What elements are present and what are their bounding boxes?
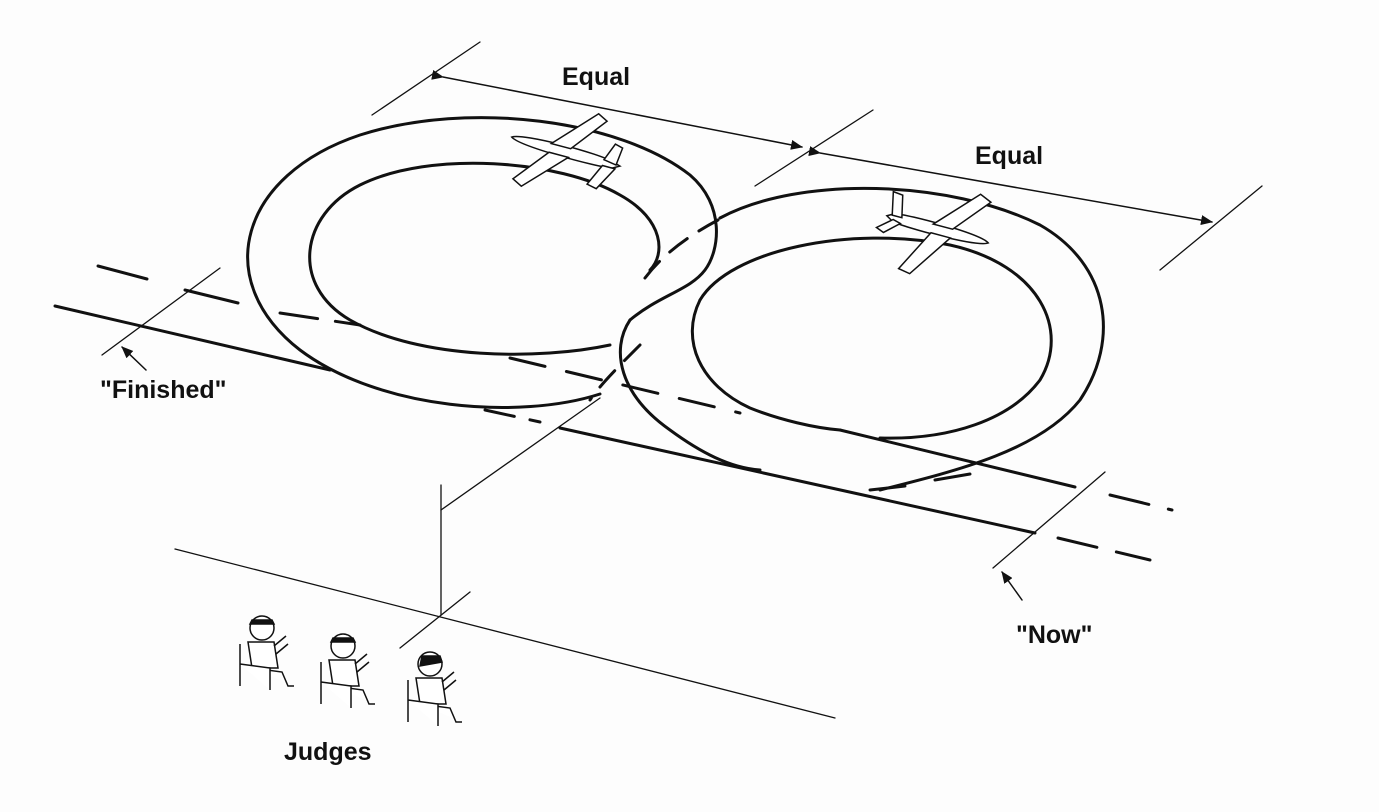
flight-line-front: [53, 304, 1174, 562]
equal-markers: [371, 41, 1263, 271]
seated-judge-icon: [239, 615, 294, 690]
crossover-dashes: [588, 218, 720, 402]
judges-label: Judges: [284, 738, 372, 766]
flight-line-back: [96, 264, 742, 415]
equal-label-top: Equal: [562, 63, 631, 91]
seated-judge-icon: [407, 651, 462, 726]
gate-lines: [101, 267, 1106, 601]
airplane-icon: [875, 190, 993, 275]
judges-group: [239, 615, 462, 726]
equal-label-right: Equal: [975, 142, 1044, 170]
left-loop: [246, 116, 718, 409]
airplane-icon: [510, 112, 624, 190]
finished-label: "Finished": [100, 376, 227, 404]
right-loop: [618, 186, 1105, 492]
now-label: "Now": [1016, 621, 1093, 649]
seated-judge-icon: [320, 633, 375, 708]
ground-box: [174, 397, 836, 719]
